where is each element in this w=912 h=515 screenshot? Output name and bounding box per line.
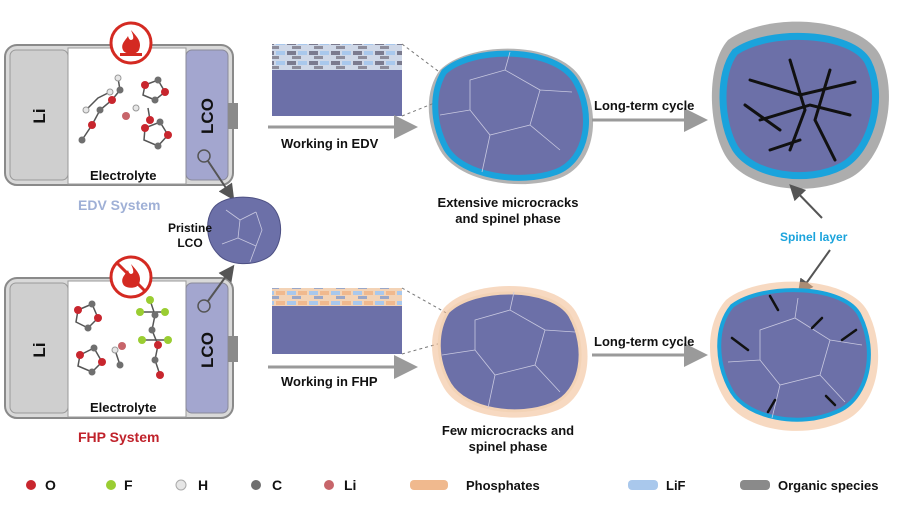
fhp-system-title: FHP System [78, 429, 160, 445]
legend-h-label: H [198, 477, 209, 493]
legend-organic-label: Organic species [778, 478, 879, 493]
edv-cycle-label: Long-term cycle [594, 98, 695, 113]
spinel-arrow-top [789, 184, 823, 219]
edv-system-title: EDV System [78, 197, 161, 213]
pink-atom-icon [324, 480, 334, 490]
pristine-lco-particle [197, 149, 282, 313]
no-flame-icon [109, 255, 153, 299]
flame-icon [109, 21, 153, 65]
fhp-degraded-particle [710, 281, 879, 431]
fhp-working-label: Working in FHP [281, 374, 378, 389]
edv-degraded-particle [711, 21, 889, 189]
fhp-li-label: Li [30, 342, 49, 358]
edv-li-label: Li [30, 108, 49, 124]
edv-result-line1: Extensive microcracks [437, 195, 579, 210]
legend-c-label: C [272, 477, 283, 493]
phosphates-swatch [410, 480, 448, 490]
lif-swatch [628, 480, 658, 490]
legend-o-label: O [45, 477, 56, 493]
white-atom-icon [175, 479, 187, 491]
fhp-electrolyte-label: Electrolyte [90, 400, 157, 415]
legend-f-label: F [124, 477, 133, 493]
pristine-line1: Pristine [167, 221, 212, 235]
fhp-result-line2: spinel phase [468, 439, 548, 454]
edv-working-label: Working in EDV [281, 136, 379, 151]
gray-atom-icon [251, 480, 261, 490]
legend-swatches [26, 479, 770, 491]
fhp-cycle-label: Long-term cycle [594, 334, 695, 349]
fhp-interface-layers [272, 287, 453, 355]
fhp-lco-label: LCO [198, 332, 217, 368]
edv-interface-layers [272, 43, 453, 117]
edv-result-line2: and spinel phase [455, 211, 561, 226]
edv-electrolyte-label: Electrolyte [90, 168, 157, 183]
green-atom-icon [106, 480, 116, 490]
edv-lco-label: LCO [198, 98, 217, 134]
edv-atoms [78, 74, 172, 150]
fhp-cycled-particle [432, 285, 588, 418]
pristine-line2: LCO [177, 236, 203, 250]
legend-li-label: Li [344, 477, 357, 493]
red-atom-icon [26, 480, 36, 490]
legend-lif-label: LiF [666, 478, 686, 493]
legend-phosphates-label: Phosphates [466, 478, 540, 493]
spinel-layer-label: Spinel layer [780, 230, 848, 244]
fhp-atoms [74, 296, 172, 379]
fhp-result-line1: Few microcracks and [441, 423, 575, 438]
edv-cell [4, 44, 238, 186]
organic-swatch [740, 480, 770, 490]
edv-cycled-particle [428, 48, 594, 185]
